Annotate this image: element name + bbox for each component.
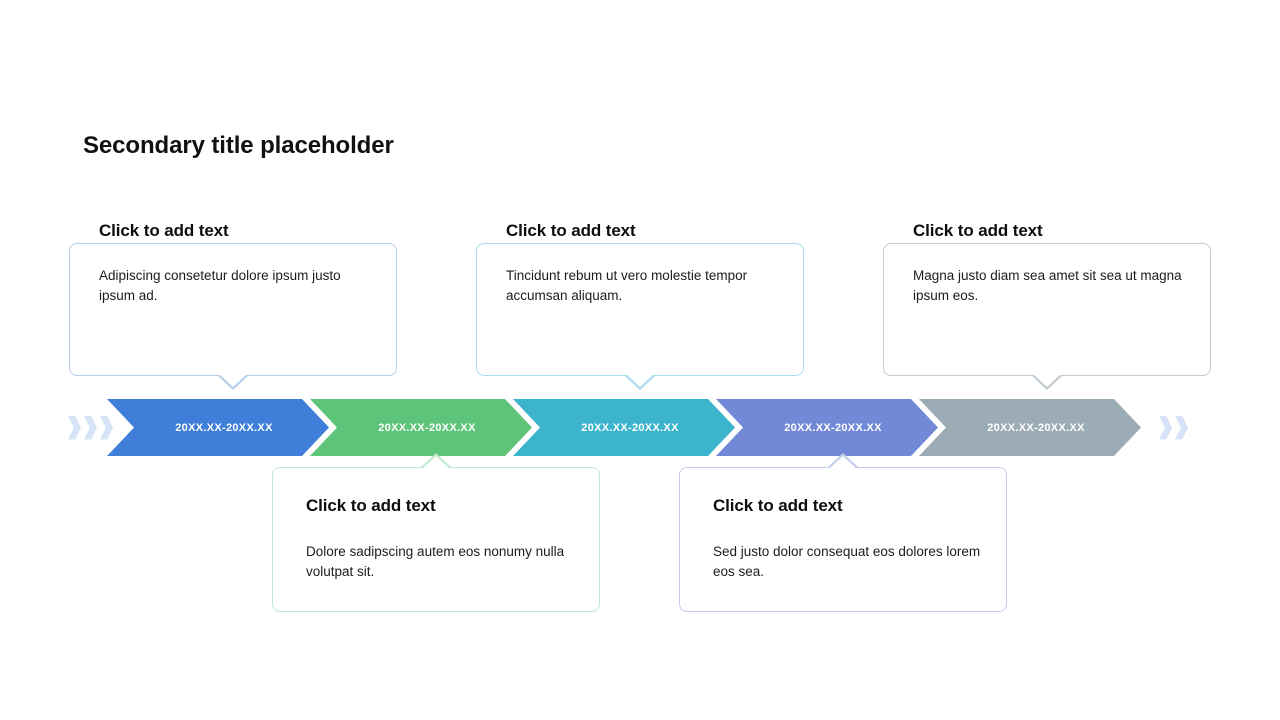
page-title: Secondary title placeholder bbox=[83, 132, 394, 159]
timeline-band: 20XX.XX-20XX.XX 20XX.XX-20XX.XX 20XX.XX-… bbox=[0, 399, 1280, 456]
callout-body: Tincidunt rebum ut vero molestie tempor … bbox=[506, 268, 748, 303]
timeline-segment-3[interactable]: 20XX.XX-20XX.XX bbox=[513, 399, 735, 456]
callout-body: Adipiscing consetetur dolore ipsum justo… bbox=[99, 268, 341, 303]
decorative-chevrons-left bbox=[68, 399, 113, 456]
callout-card-top-2[interactable]: Click to add text Tincidunt rebum ut ver… bbox=[476, 221, 804, 390]
callout-tail-fill bbox=[1033, 374, 1061, 387]
callout-heading: Click to add text bbox=[913, 221, 1043, 240]
callout-card-top-3[interactable]: Click to add text Magna justo diam sea a… bbox=[883, 221, 1211, 390]
timeline-segment-label: 20XX.XX-20XX.XX bbox=[175, 421, 273, 434]
callout-tail-fill bbox=[422, 456, 450, 469]
callout-heading: Click to add text bbox=[713, 496, 843, 515]
callout-tail-fill bbox=[829, 456, 857, 469]
chevron-right-icon bbox=[1159, 415, 1172, 440]
callout-card-bottom-1[interactable]: Click to add text Dolore sadipscing aute… bbox=[272, 453, 600, 612]
chevron-right-icon bbox=[84, 415, 97, 440]
callout-tail-fill bbox=[219, 374, 247, 387]
callout-body: Magna justo diam sea amet sit sea ut mag… bbox=[913, 268, 1182, 303]
callout-body: Sed justo dolor consequat eos dolores lo… bbox=[713, 544, 981, 579]
timeline-segment-4[interactable]: 20XX.XX-20XX.XX bbox=[716, 399, 938, 456]
timeline-segment-1[interactable]: 20XX.XX-20XX.XX bbox=[107, 399, 329, 456]
chevron-right-icon bbox=[1175, 415, 1188, 440]
callout-tail-fill bbox=[626, 374, 654, 387]
decorative-chevrons-right bbox=[1159, 399, 1188, 456]
chevron-right-icon bbox=[100, 415, 113, 440]
callout-heading: Click to add text bbox=[306, 496, 436, 515]
timeline-segment-5[interactable]: 20XX.XX-20XX.XX bbox=[919, 399, 1141, 456]
callout-card-top-1[interactable]: Click to add text Adipiscing consetetur … bbox=[69, 221, 397, 390]
timeline-segment-label: 20XX.XX-20XX.XX bbox=[581, 421, 679, 434]
timeline-segment-2[interactable]: 20XX.XX-20XX.XX bbox=[310, 399, 532, 456]
timeline-segment-label: 20XX.XX-20XX.XX bbox=[378, 421, 476, 434]
callout-body: Dolore sadipscing autem eos nonumy nulla… bbox=[306, 544, 565, 579]
timeline-segment-label: 20XX.XX-20XX.XX bbox=[784, 421, 882, 434]
chevron-right-icon bbox=[68, 415, 81, 440]
callout-heading: Click to add text bbox=[506, 221, 636, 240]
timeline-segment-label: 20XX.XX-20XX.XX bbox=[987, 421, 1085, 434]
callout-heading: Click to add text bbox=[99, 221, 229, 240]
callout-card-bottom-2[interactable]: Click to add text Sed justo dolor conseq… bbox=[679, 453, 1007, 612]
